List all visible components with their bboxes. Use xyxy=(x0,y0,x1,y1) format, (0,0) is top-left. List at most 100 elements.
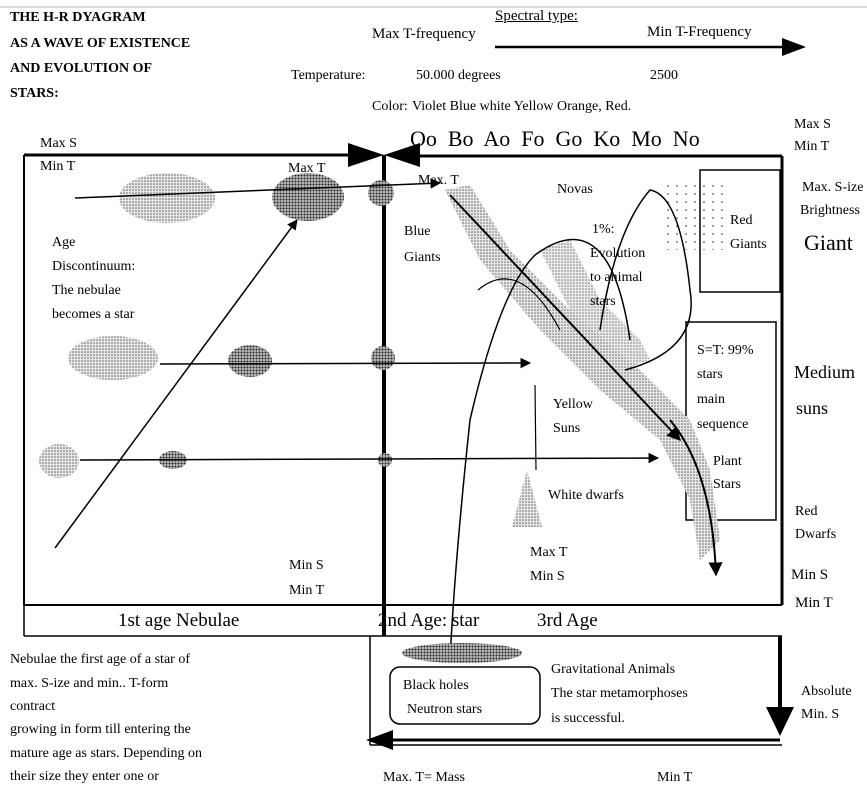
max-frequency: Max T-frequency xyxy=(372,26,476,42)
neutron-stars-label: Neutron stars xyxy=(407,702,483,717)
temperature-label: Temperature: xyxy=(291,68,366,83)
max-t-mass-label: Max. T= Mass xyxy=(383,770,465,785)
yellow-suns-label: Suns xyxy=(553,421,581,436)
min-frequency: Min T-Frequency xyxy=(647,24,752,40)
note-line-2: max. S-ize and min.. T-form xyxy=(10,676,169,691)
grav-animals-label: Gravitational Animals xyxy=(551,662,676,677)
age-3-label: 3rd Age xyxy=(537,610,598,631)
track-medium xyxy=(159,357,532,369)
discontinuum-label: Discontinuum: xyxy=(52,259,136,274)
main-seq-stars: stars xyxy=(697,367,723,382)
main-seq-pct: S=T: 99% xyxy=(697,343,754,358)
track-large xyxy=(74,178,442,199)
blue-giants-blue: Blue xyxy=(404,224,431,239)
bottom-mid-min-t: Min T xyxy=(289,583,325,598)
medium-label: Medium xyxy=(794,362,855,382)
diagonal-arrow xyxy=(54,219,298,549)
yellow-label: Yellow xyxy=(553,397,593,412)
absolute-min-s: Min. S xyxy=(801,707,840,722)
age-1-label: 1st age Nebulae xyxy=(118,610,240,631)
nebula-small xyxy=(39,444,79,478)
red-giants-giants: Giants xyxy=(730,237,767,252)
white-dwarfs-label: White dwarfs xyxy=(548,488,624,503)
plant-label: Plant xyxy=(713,454,742,469)
white-dwarf-line xyxy=(534,384,537,471)
star-medium xyxy=(228,345,272,377)
title-line-2: AS A WAVE OF EXISTENCE xyxy=(10,36,191,51)
metamorphoses-label: The star metamorphoses xyxy=(551,686,688,701)
age-label: Age xyxy=(52,235,76,250)
evolution-stars: stars xyxy=(590,294,616,309)
evolution-to-animal: to animal xyxy=(590,270,643,285)
color-list: Violet Blue white Yellow Orange, Red. xyxy=(412,99,632,114)
track-small xyxy=(79,452,660,464)
nebulae-label: The nebulae xyxy=(52,283,121,298)
temperature-max: 50.000 degrees xyxy=(416,68,501,83)
evolution-pct: 1%: xyxy=(592,222,615,237)
inner-curve xyxy=(477,278,561,331)
novas-label: Novas xyxy=(557,182,593,197)
node-bottom xyxy=(378,453,392,467)
red-dwarfs-red: Red xyxy=(795,504,818,519)
black-holes-box xyxy=(389,666,541,725)
right-down-arrowhead xyxy=(766,707,794,736)
white-dwarf-shape xyxy=(512,470,542,527)
plant-arrow xyxy=(669,419,723,577)
plant-stars-label: Stars xyxy=(713,477,741,492)
evolution-band xyxy=(540,240,650,370)
top-left-max-s: Max S xyxy=(40,136,77,151)
nebula-large xyxy=(119,173,215,223)
center-min-s: Min S xyxy=(530,569,565,584)
center-max-t: Max T xyxy=(530,545,568,560)
spectral-heading: Spectral type: xyxy=(495,8,578,24)
divider-arrow-right xyxy=(384,143,420,167)
note-line-4: growing in form till entering the xyxy=(10,722,191,737)
blue-giants-giants: Giants xyxy=(404,250,441,265)
absolute-label: Absolute xyxy=(801,684,852,699)
max-size-label: Max. S-ize xyxy=(802,180,864,195)
suns-label: suns xyxy=(796,398,829,418)
successful-label: is successful. xyxy=(551,711,625,726)
evolution-word: Evolution xyxy=(590,246,646,261)
color-label: Color: xyxy=(372,99,408,114)
diagram-frame xyxy=(23,153,784,637)
node-middle xyxy=(371,346,395,370)
giant-label: Giant xyxy=(804,230,853,255)
main-seq-arrow xyxy=(449,194,681,442)
black-hole-cloud xyxy=(402,643,522,663)
main-seq-main: main xyxy=(697,392,725,407)
divider-arrow-left xyxy=(348,143,384,167)
brightness-label: Brightness xyxy=(800,203,860,218)
becomes-star-label: becomes a star xyxy=(52,307,135,322)
red-giants-red: Red xyxy=(730,213,753,228)
bottom-left-arrowhead xyxy=(366,730,393,750)
note-line-1: Nebulae the first age of a star of xyxy=(10,652,190,667)
top-right-min-t: Min T xyxy=(794,139,830,154)
note-line-3: contract xyxy=(10,699,56,714)
evolution-loop xyxy=(599,189,692,371)
black-holes-label: Black holes xyxy=(403,678,469,693)
novas-region xyxy=(660,180,730,250)
bottom-right-min-s: Min S xyxy=(791,567,829,583)
red-dwarfs-dwarfs: Dwarfs xyxy=(795,527,837,542)
min-t-bottom-label: Min T xyxy=(657,770,693,785)
bottom-mid-min-s: Min S xyxy=(289,558,324,573)
age-2-label: 2nd Age: star xyxy=(378,610,480,631)
note-line-5: mature age as stars. Depending on xyxy=(10,746,203,761)
temperature-min: 2500 xyxy=(650,68,678,83)
main-sequence-band xyxy=(445,185,720,560)
max-t-inner: Max. T xyxy=(418,173,459,188)
star-large xyxy=(272,173,344,221)
spectral-arrow xyxy=(495,38,806,56)
main-seq-sequence: sequence xyxy=(697,417,749,432)
title-line-3: AND EVOLUTION OF xyxy=(10,61,153,76)
bottom-right-min-t: Min T xyxy=(795,595,833,611)
note-line-6: their size they enter one or xyxy=(10,769,159,784)
spectral-classes: Oo Bo Ao Fo Go Ko Mo No xyxy=(410,126,700,151)
title-line-1: THE H-R DYAGRAM xyxy=(10,10,146,25)
top-mid-max-t: Max T xyxy=(288,161,326,176)
top-left-min-t: Min T xyxy=(40,159,76,174)
bottom-box xyxy=(369,636,782,746)
top-right-max-s: Max S xyxy=(794,117,831,132)
